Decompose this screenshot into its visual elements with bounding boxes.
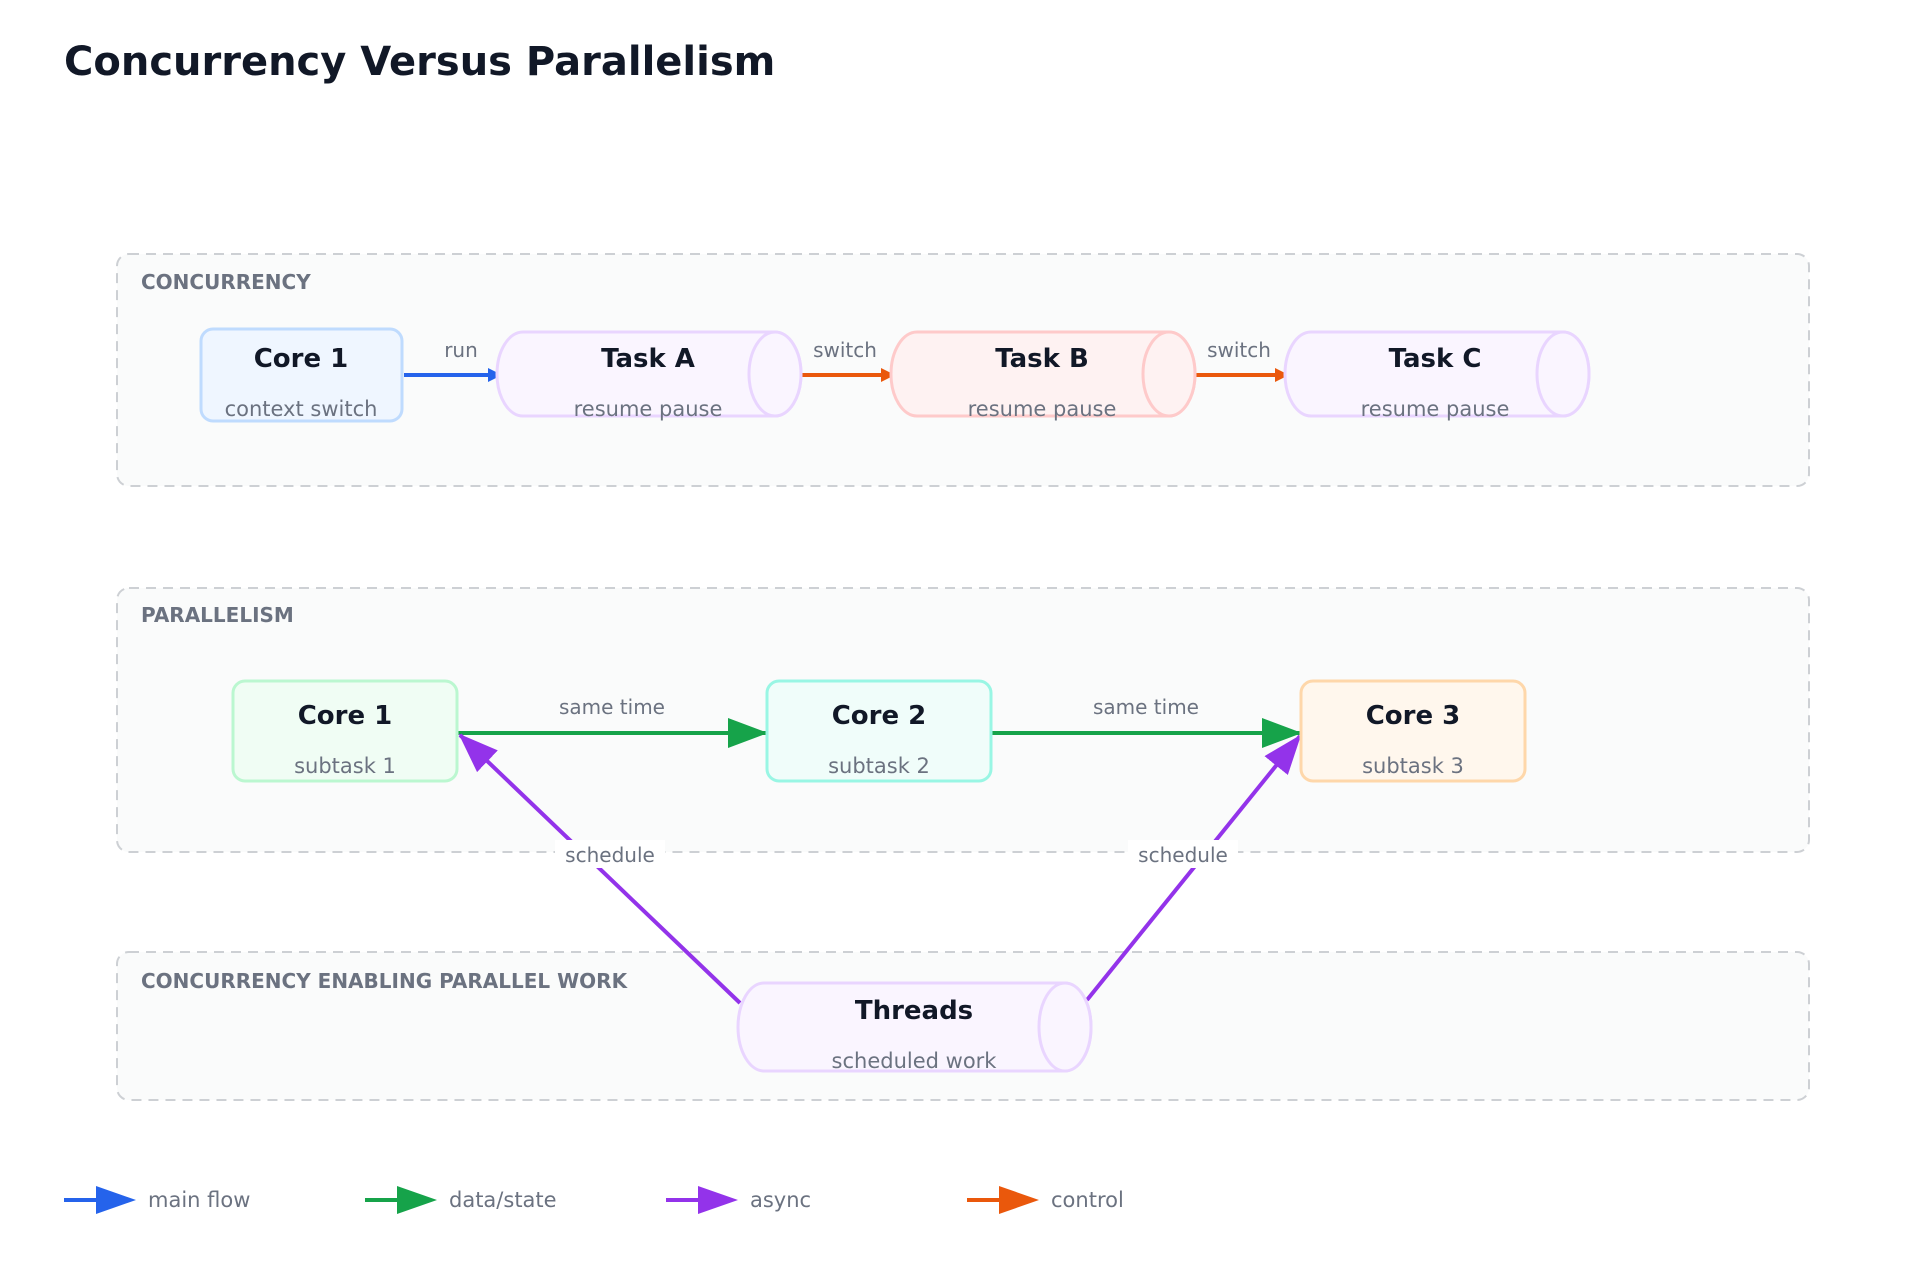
node-conc-core1-subtitle: context switch [225,397,378,421]
node-task-b-title: Task B [995,344,1089,374]
node-par-core1-subtitle: subtask 1 [294,754,396,778]
node-task-c-title: Task C [1389,344,1482,374]
legend-item-data-state: data/state [365,1186,557,1214]
node-task-a-subtitle: resume pause [574,397,723,421]
edge-label-switch-b-c: switch [1207,338,1271,362]
legend-data-state-label: data/state [449,1188,557,1212]
edge-label-schedule-core3: schedule [1138,843,1228,867]
legend-control-arrowhead [999,1186,1039,1214]
group-enabling-label: CONCURRENCY ENABLING PARALLEL WORK [141,969,629,993]
nodes-layer: Core 1 context switch Task A resume paus… [199,327,1591,1073]
legend-main-flow-arrowhead [96,1186,136,1214]
edge-label-run: run [444,338,478,362]
node-task-a-title: Task A [601,344,695,374]
edge-label-bg-schedule-core1 [555,840,665,868]
group-concurrency-label: CONCURRENCY [141,270,311,294]
legend-item-async: async [666,1186,811,1214]
edge-label-same-time-1-2: same time [559,695,665,719]
node-task-c[interactable]: Task C resume pause [1283,330,1591,421]
node-threads-title: Threads [855,996,973,1026]
legend-async-label: async [750,1188,811,1212]
group-parallelism-label: PARALLELISM [141,603,294,627]
node-par-core1-shape [231,679,459,783]
node-task-b-subtitle: resume pause [968,397,1117,421]
node-par-core2-shape [765,679,993,783]
edge-label-same-time-2-3: same time [1093,695,1199,719]
node-task-a[interactable]: Task A resume pause [495,330,803,421]
edge-label-schedule-core1: schedule [565,843,655,867]
edge-label-bg-same-time-1 [542,692,682,720]
node-task-a-cap [747,330,803,418]
node-par-core3-shape [1299,679,1527,783]
node-task-c-subtitle: resume pause [1361,397,1510,421]
node-conc-core1-title: Core 1 [254,344,349,374]
page-title: Concurrency Versus Parallelism [64,39,775,85]
legend: main flow data/state async control [64,1186,1124,1214]
legend-item-control: control [967,1186,1124,1214]
node-threads-cap [1037,981,1093,1073]
node-par-core2-subtitle: subtask 2 [828,754,930,778]
legend-main-flow-label: main flow [148,1188,250,1212]
legend-data-state-arrowhead [397,1186,437,1214]
edge-labels-layer: run switch switch same time same time sc… [444,338,1271,868]
node-threads-subtitle: scheduled work [832,1049,998,1073]
node-task-b[interactable]: Task B resume pause [889,330,1197,421]
node-par-core3-title: Core 3 [1366,701,1461,731]
node-par-core1-title: Core 1 [298,701,393,731]
edge-label-bg-same-time-2 [1076,692,1216,720]
edge-label-switch-a-b: switch [813,338,877,362]
node-threads[interactable]: Threads scheduled work [736,981,1093,1073]
node-task-c-cap [1535,330,1591,418]
node-par-core3[interactable]: Core 3 subtask 3 [1299,679,1527,783]
node-par-core2-title: Core 2 [832,701,927,731]
legend-item-main-flow: main flow [64,1186,250,1214]
node-task-b-cap [1141,330,1197,418]
node-par-core3-subtitle: subtask 3 [1362,754,1464,778]
node-conc-core1-shape [199,327,404,423]
edge-schedule-core1-arrow [458,733,742,1005]
legend-async-arrowhead [698,1186,738,1214]
legend-control-label: control [1051,1188,1124,1212]
node-conc-core1[interactable]: Core 1 context switch [199,327,404,423]
node-par-core2[interactable]: Core 2 subtask 2 [765,679,993,783]
edge-label-bg-schedule-core3 [1128,840,1238,868]
node-par-core1[interactable]: Core 1 subtask 1 [231,679,459,783]
